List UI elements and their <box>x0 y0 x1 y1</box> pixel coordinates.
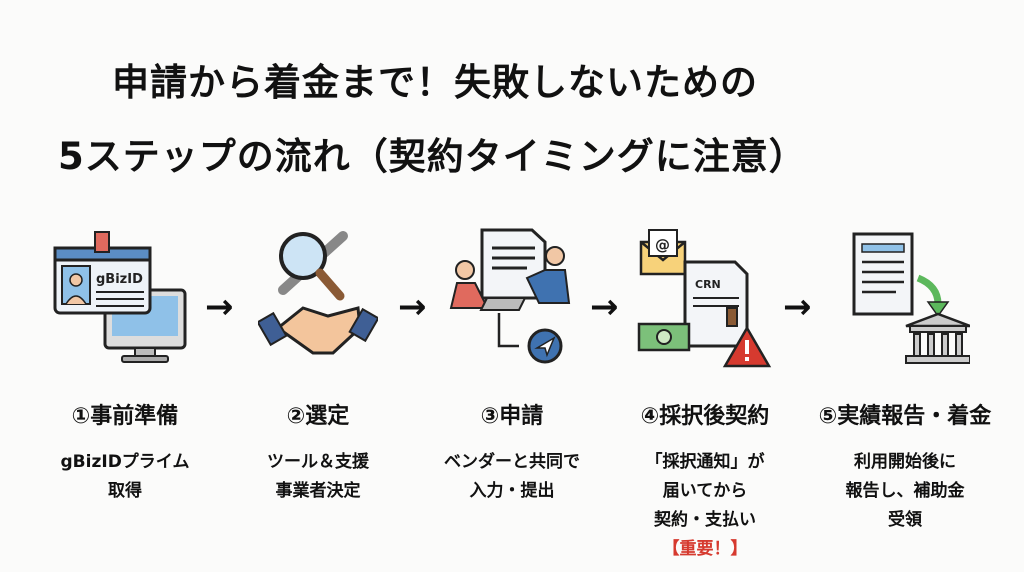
page-title-line2: 5ステップの流れ（契約タイミングに注意） <box>58 135 807 178</box>
step-5: ⑤実績報告・着金 利用開始後に 報告し、補助金 受領 <box>805 228 1005 535</box>
step-1: gBizID ①事前準備 gBizIDプライム 取得 <box>25 228 225 506</box>
arrow-right-icon: → <box>590 287 619 327</box>
step-title: ⑤実績報告・着金 <box>818 404 992 429</box>
step-description-line: 報告し、補助金 <box>845 481 965 501</box>
step-description-line: 「採択通知」が <box>645 452 765 472</box>
arrow-right-icon: → <box>398 287 427 327</box>
important-badge: 【重要！】 <box>662 539 748 559</box>
arrow-right-icon: → <box>783 287 812 327</box>
report-bank-icon <box>805 228 1005 378</box>
step-description-line: 入力・提出 <box>469 481 555 501</box>
step-description-line: 届いてから <box>662 481 748 501</box>
id-card-computer-icon: gBizID <box>25 228 225 378</box>
step-description-line: 利用開始後に <box>854 452 956 472</box>
arrow-right-icon: → <box>205 287 234 327</box>
step-description-line: 受領 <box>888 510 922 530</box>
step-description-line: ツール＆支援 <box>267 452 369 472</box>
step-3: ③申請 ベンダーと共同で 入力・提出 <box>412 228 612 506</box>
page-title-line1: 申請から着金まで！失敗しないための <box>112 61 758 104</box>
tools-handshake-icon <box>218 228 418 378</box>
step-title: ④採択後契約 <box>640 404 770 429</box>
step-description-line: 事業者決定 <box>275 481 361 501</box>
collaboration-submit-icon <box>412 228 612 378</box>
step-description-line: ベンダーと共同で <box>444 452 580 472</box>
document-label: CRN <box>695 278 721 291</box>
email-at-label: @ <box>655 236 670 254</box>
step-description-line: 取得 <box>108 481 142 501</box>
contract-warning-icon: @ CRN <box>605 228 805 378</box>
id-card-label: gBizID <box>96 272 143 287</box>
step-4: @ CRN ④採択後契約 「採択通知」が 届いてから 契約・支払い 【重要！】 <box>605 228 805 564</box>
step-title: ③申請 <box>480 404 544 429</box>
step-2: ②選定 ツール＆支援 事業者決定 <box>218 228 418 506</box>
step-title: ②選定 <box>286 404 350 429</box>
step-title: ①事前準備 <box>71 404 179 429</box>
step-description-line: 契約・支払い <box>654 510 756 530</box>
step-description-line: gBizIDプライム <box>60 452 190 472</box>
